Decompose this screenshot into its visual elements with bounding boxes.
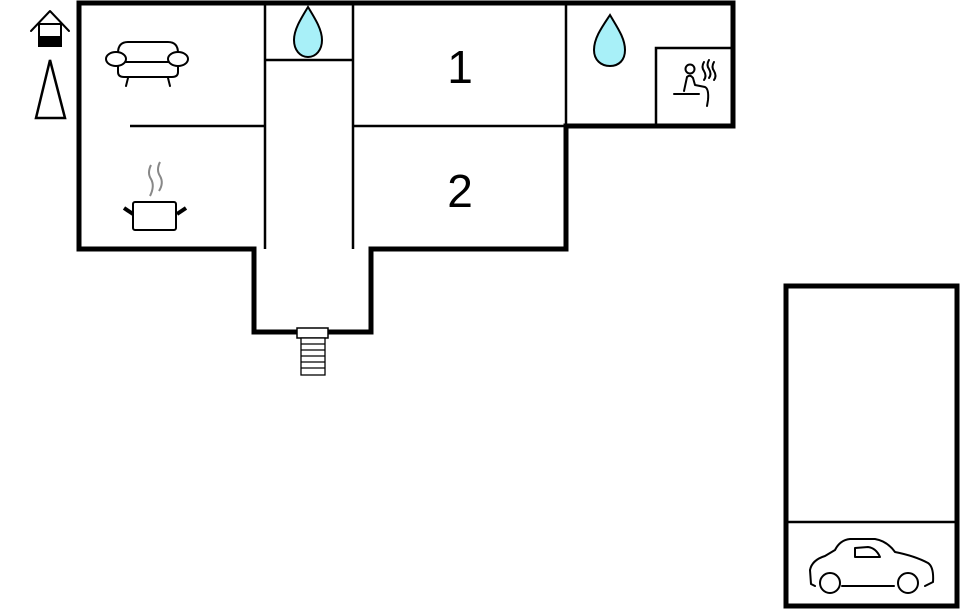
house-icon [30,10,70,47]
sauna-icon [673,59,717,107]
north-arrow-icon [34,59,67,120]
house-walls [76,0,736,335]
cooking-pot-icon [122,161,188,231]
interior-walls [130,3,733,249]
garage [783,283,960,609]
room-label-2: 2 [447,165,473,217]
sofa-icon [105,41,189,87]
stairs-icon [300,337,326,376]
room-label-1: 1 [447,41,473,93]
water-drop-icon [292,5,324,59]
water-drop-icon [592,13,627,68]
entrance-door [296,327,329,339]
car-icon [809,538,935,594]
